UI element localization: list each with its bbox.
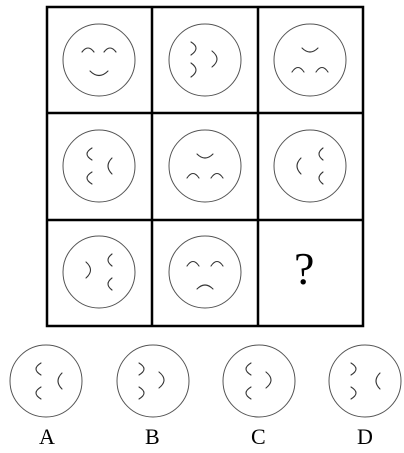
grid-cell-r2c1 [63,130,135,202]
option-a-figure[interactable] [10,345,82,417]
grid-cell-r1c2 [169,24,241,96]
grid-cell-r3c2 [169,236,241,308]
grid-cell-r1c3 [274,24,346,96]
option-d-label[interactable]: D [357,426,373,448]
grid-cell-r1c1 [63,24,135,96]
question-mark: ? [294,246,314,292]
grid-cell-r3c1 [63,236,135,308]
option-d-figure[interactable] [329,345,401,417]
option-b-figure[interactable] [117,345,189,417]
grid-cell-r2c2 [169,130,241,202]
option-a-label[interactable]: A [39,426,55,448]
option-b-label[interactable]: B [145,426,160,448]
option-c-label[interactable]: C [251,426,266,448]
option-c-figure[interactable] [223,345,295,417]
grid-cell-r2c3 [274,130,346,202]
